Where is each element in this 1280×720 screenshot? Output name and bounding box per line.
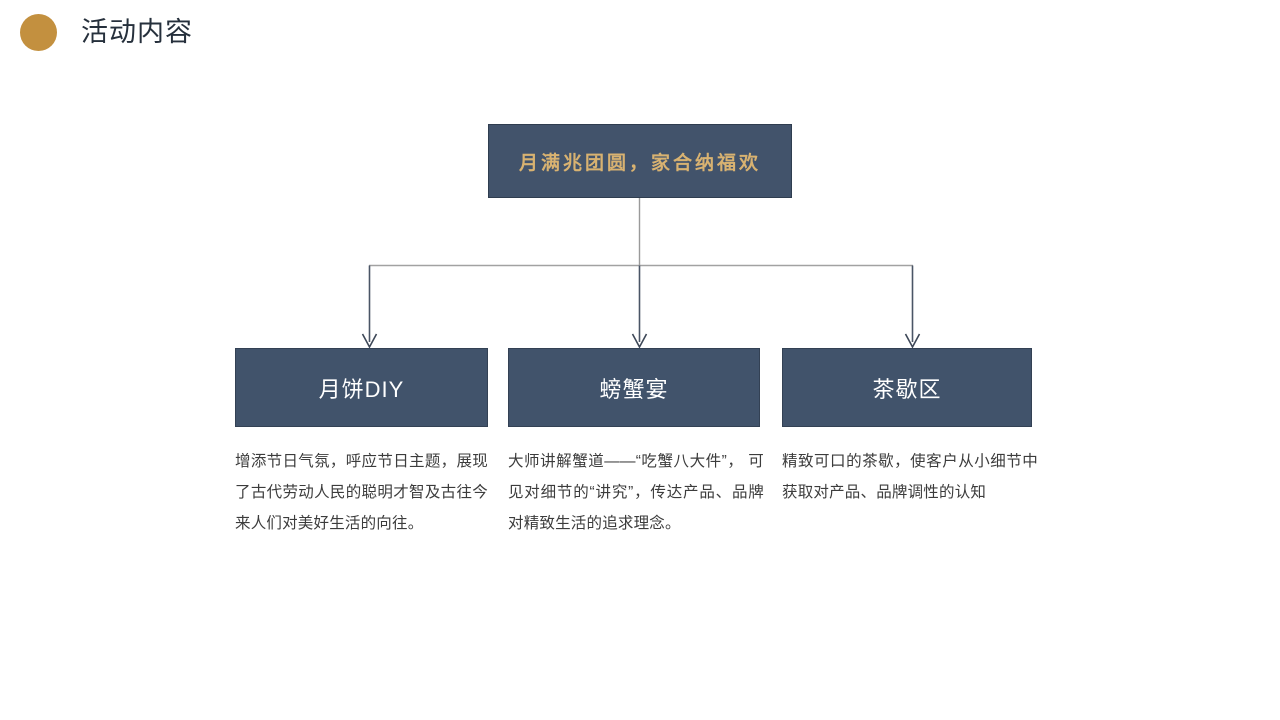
root-node[interactable]: 月满兆团圆，家合纳福欢 — [488, 124, 792, 198]
arrow-down-icon-2 — [631, 333, 648, 349]
branch-description-3: 精致可口的茶歇，使客户从小细节中获取对产品、品牌调性的认知 — [782, 453, 1038, 501]
branch-description-2: 大师讲解蟹道——“吃蟹八大件”， 可见对细节的“讲究”，传达产品、品牌对精致生活… — [508, 453, 764, 532]
branch-description-1: 增添节日气氛，呼应节日主题，展现了古代劳动人民的聪明才智及古往今来人们对美好生活… — [235, 453, 488, 532]
branch-node-3[interactable]: 茶歇区 — [782, 348, 1032, 427]
circle-icon — [20, 14, 57, 51]
branch-column-3: 茶歇区 精致可口的茶歇，使客户从小细节中获取对产品、品牌调性的认知 — [782, 348, 1038, 508]
branch-node-2[interactable]: 螃蟹宴 — [508, 348, 760, 427]
branch-node-label-1: 月饼DIY — [318, 376, 405, 402]
root-node-label: 月满兆团圆，家合纳福欢 — [518, 152, 761, 174]
branch-node-label-3: 茶歇区 — [872, 376, 942, 402]
arrow-down-icon-1 — [361, 333, 378, 349]
branch-node-1[interactable]: 月饼DIY — [235, 348, 488, 427]
branch-node-label-2: 螃蟹宴 — [599, 376, 669, 402]
branch-column-1: 月饼DIY 增添节日气氛，呼应节日主题，展现了古代劳动人民的聪明才智及古往今来人… — [235, 348, 488, 539]
arrow-down-icon-3 — [904, 333, 921, 349]
branch-column-2: 螃蟹宴 大师讲解蟹道——“吃蟹八大件”， 可见对细节的“讲究”，传达产品、品牌对… — [508, 348, 764, 539]
page-title: 活动内容 — [81, 17, 193, 47]
slide-header: 活动内容 — [20, 14, 193, 51]
